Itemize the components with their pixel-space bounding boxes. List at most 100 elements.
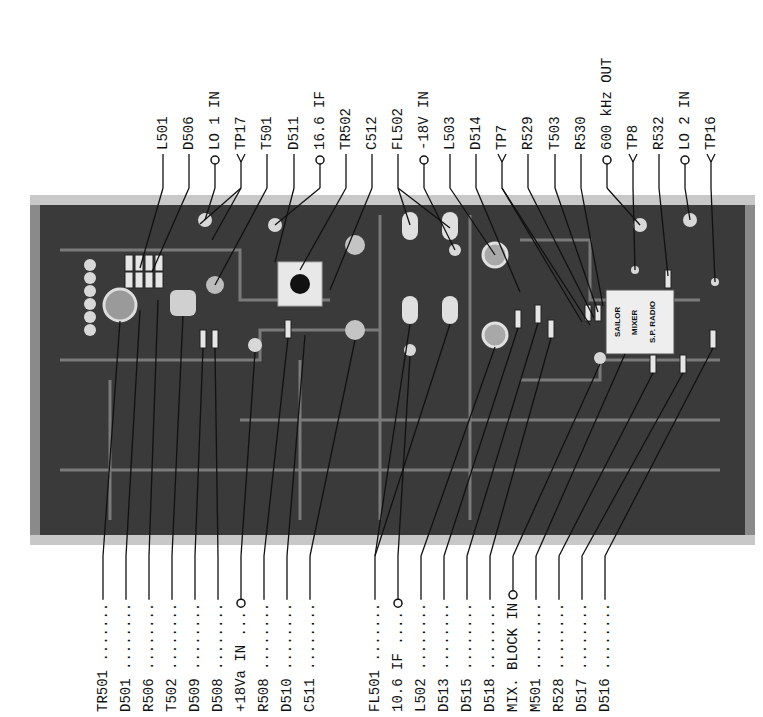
leader-line: [103, 321, 120, 556]
nameplate-text: S.P. RADIO: [648, 301, 657, 343]
terminal-circle: [316, 156, 324, 164]
leader-line: [536, 354, 625, 556]
leader-line: [287, 335, 305, 556]
terminal-circle: [509, 591, 517, 599]
leader-line: [711, 154, 715, 162]
leader-line: [502, 188, 582, 322]
rail: [30, 195, 755, 205]
leader-line: [266, 154, 267, 188]
capacitor: [345, 320, 365, 340]
leader-line: [240, 556, 241, 599]
leader-line: [512, 556, 513, 591]
leader-line: [241, 352, 255, 556]
callout-label: T502 ........: [165, 603, 179, 712]
callout-label: T503: [548, 116, 562, 150]
leader-line: [275, 188, 320, 225]
leader-line: [215, 348, 218, 556]
callout-label: C512: [365, 116, 379, 150]
terminal-circle: [420, 156, 428, 164]
leader-line: [423, 164, 424, 188]
leader-line: [685, 188, 690, 220]
leader-line: [188, 154, 189, 188]
leader-line: [632, 162, 633, 188]
leader-line: [171, 556, 172, 600]
leader-line: [397, 556, 398, 599]
leader-line: [489, 556, 490, 600]
callout-label: R532: [652, 116, 666, 150]
leader-line: [466, 556, 467, 600]
leader-line: [559, 373, 653, 556]
callout-label: L503: [443, 116, 457, 150]
callout-label: R528 ........: [552, 603, 566, 712]
callout-label: 16.6 IF: [313, 91, 327, 150]
callout-label: D513 ........: [437, 603, 451, 712]
leader-line: [309, 556, 310, 600]
leader-line: [444, 328, 518, 556]
socket-hole: [290, 274, 310, 294]
callout-label: D509 ........: [188, 603, 202, 712]
leader-line: [443, 556, 444, 600]
trimmer: [170, 290, 196, 316]
callout-label: D506: [182, 116, 196, 150]
callout-label: D501 ........: [119, 603, 133, 712]
leader-line: [126, 310, 140, 556]
leader-line: [475, 154, 476, 188]
callout-label: +18Va IN ...: [234, 611, 248, 712]
resistor-row: [125, 255, 716, 373]
callout-label: R508 ........: [257, 603, 271, 712]
leader-line: [371, 154, 372, 188]
callout-label: TP17: [234, 116, 248, 150]
leader-line: [606, 164, 607, 188]
leader-line: [421, 347, 495, 556]
filter-pad: [442, 212, 458, 240]
filter-pad: [402, 212, 418, 240]
leader-line: [217, 556, 218, 600]
leader-line: [215, 188, 267, 285]
terminal-circle: [211, 156, 219, 164]
mixer-block: [606, 290, 674, 354]
leader-line: [241, 154, 245, 162]
leader-line: [286, 556, 287, 600]
leader-line: [707, 154, 711, 162]
leader-line: [375, 324, 410, 556]
leader-line: [397, 154, 398, 188]
leader-line: [264, 338, 288, 556]
leader-line: [581, 188, 603, 306]
rail: [30, 535, 755, 545]
callout-label: D511: [287, 116, 301, 150]
callout-label: D518 ........: [483, 603, 497, 712]
callout-label: D508 ........: [211, 603, 225, 712]
callout-label: D517 ........: [575, 603, 589, 712]
callout-label: LO 1 IN: [208, 91, 222, 150]
leader-line: [502, 154, 506, 162]
leader-line: [275, 188, 294, 262]
terminal-circle: [394, 599, 402, 607]
callout-label: T501: [260, 116, 274, 150]
callout-label: C511 ........: [303, 603, 317, 712]
leader-line: [581, 556, 582, 600]
traces: [60, 215, 720, 520]
terminal-circle: [603, 156, 611, 164]
callout-label: R529: [521, 116, 535, 150]
pads: [84, 213, 719, 364]
leader-line: [498, 154, 502, 162]
callout-label: R530: [574, 116, 588, 150]
callout-label: TP16: [704, 116, 718, 150]
leader-line: [502, 188, 590, 325]
leader-line: [449, 154, 450, 188]
transistor-socket: [278, 262, 322, 306]
coil: [483, 323, 507, 347]
leader-line: [420, 556, 421, 600]
board-frame: [30, 195, 755, 545]
leader-line: [580, 154, 581, 188]
callout-label: FL501 .......: [368, 603, 382, 712]
leader-line: [375, 324, 450, 556]
nameplate-text: SAILOR: [613, 307, 622, 337]
callout-label: -18V IN: [417, 91, 431, 150]
leader-line: [148, 556, 149, 600]
callout-label: 10.6 IF ....: [391, 611, 405, 712]
leader-line: [629, 154, 633, 162]
callout-label: TR501 .......: [96, 603, 110, 712]
leader-line: [582, 373, 683, 556]
